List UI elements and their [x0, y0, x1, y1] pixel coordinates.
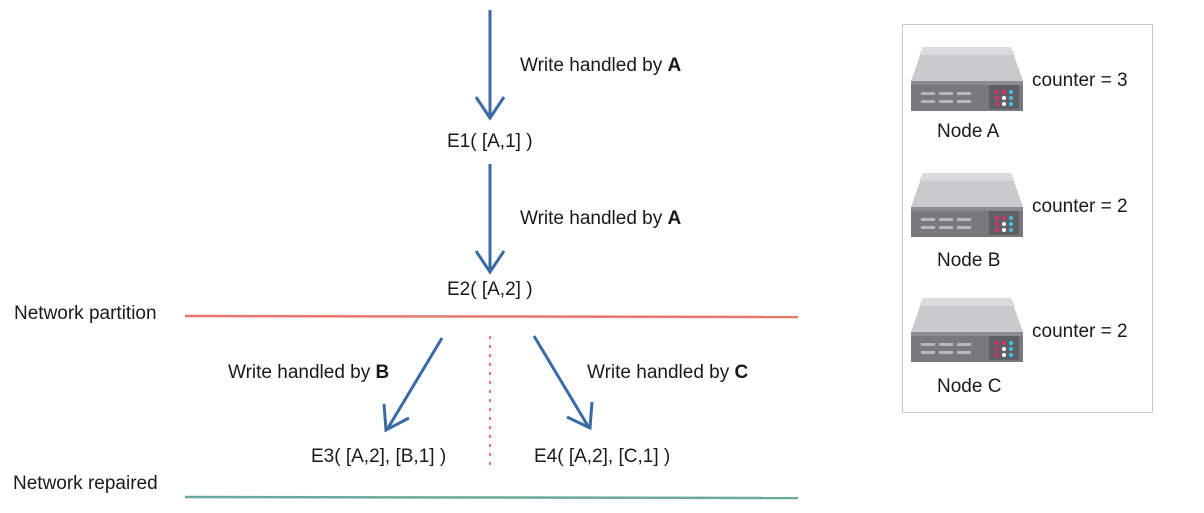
server-icon — [911, 298, 1023, 362]
node-b-label: Node B — [937, 250, 1001, 271]
network-repaired-label: Network repaired — [13, 473, 158, 494]
server-icon — [911, 47, 1023, 111]
arrow-write-3 — [382, 337, 444, 433]
network-partition-label: Network partition — [14, 303, 157, 324]
arrow-write-2 — [474, 164, 506, 275]
node-c-label: Node C — [937, 376, 1002, 397]
write-label-2: Write handled by A — [520, 208, 682, 229]
node-c-counter: counter = 2 — [1032, 321, 1128, 342]
event-e3: E3( [A,2], [B,1] ) — [311, 446, 447, 467]
server-icon — [911, 173, 1023, 237]
write-label-3: Write handled by B — [228, 362, 390, 383]
arrow-write-1 — [474, 10, 506, 121]
write-label-1: Write handled by A — [520, 55, 682, 76]
write-label-4: Write handled by C — [587, 362, 749, 383]
arrow-write-4 — [532, 335, 594, 431]
node-b-counter: counter = 2 — [1032, 196, 1128, 217]
event-e1: E1( [A,1] ) — [447, 131, 533, 152]
network-partition-line — [184, 314, 799, 319]
node-a-label: Node A — [937, 121, 1000, 142]
event-e4: E4( [A,2], [C,1] ) — [534, 446, 671, 467]
node-a-counter: counter = 3 — [1032, 70, 1128, 91]
network-repaired-line — [184, 495, 799, 500]
event-e2: E2( [A,2] ) — [447, 279, 533, 300]
